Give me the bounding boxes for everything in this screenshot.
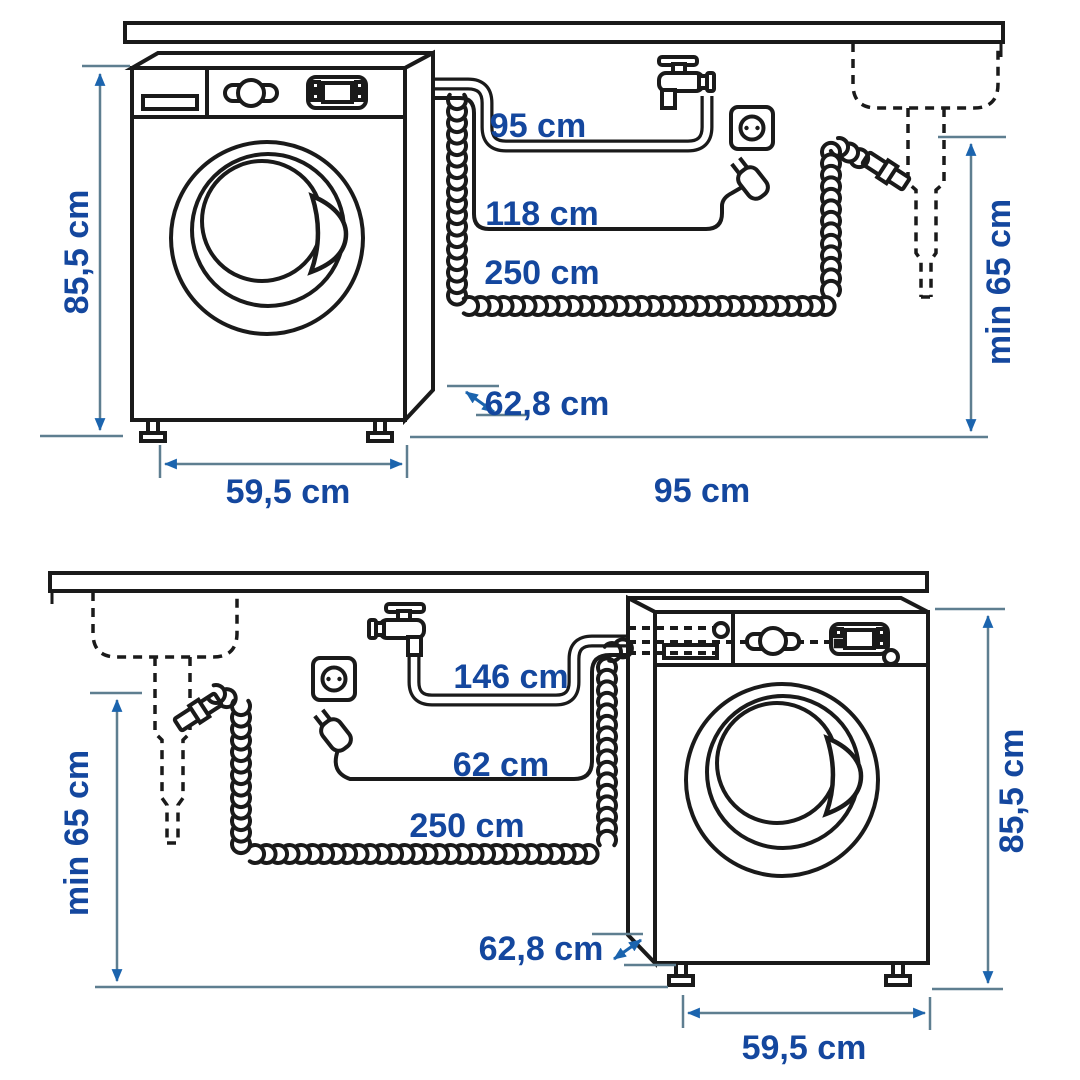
dim-drain-min-height-label-bottom: min 65 cm	[58, 750, 96, 916]
supply-hose-top	[430, 77, 714, 153]
power-plug-icon-bottom	[308, 704, 357, 757]
figure-top: 85,5 cm 95 cm 118 cm 250 cm 62,8 cm 59,5…	[40, 21, 1018, 511]
dim-depth-label-top: 62,8 cm	[485, 385, 610, 423]
dim-drain-hose-label-top: 250 cm	[484, 254, 599, 292]
sink-outline-bottom	[91, 592, 239, 659]
drain-standpipe-top	[906, 108, 946, 299]
power-plug-icon	[725, 152, 774, 205]
worktop-top	[123, 21, 1005, 44]
program-knob-bottom	[745, 626, 801, 656]
hose-inlet-port	[712, 621, 730, 639]
dimension-lines-bottom	[90, 607, 1005, 1030]
washing-machine-side-view	[626, 594, 930, 987]
dim-height-label-top: 85,5 cm	[58, 190, 96, 315]
program-knob	[223, 78, 279, 108]
faucet-icon-bottom	[367, 602, 426, 657]
drain-standpipe-bottom	[153, 657, 192, 845]
dim-power-cord-label-bottom: 62 cm	[453, 746, 549, 784]
dim-drain-hose-label-bottom: 250 cm	[409, 807, 524, 845]
dim-power-cord-label-top: 118 cm	[485, 195, 598, 233]
dim-width-label-bottom: 59,5 cm	[742, 1029, 867, 1067]
washing-machine-front-view	[124, 49, 435, 443]
sink-outline-top	[851, 43, 1000, 110]
detergent-drawer	[141, 94, 199, 111]
dim-depth-label-bottom: 62,8 cm	[479, 930, 604, 968]
dim-supply-hose-label-top: 95 cm	[490, 107, 586, 145]
drain-hose-coil	[206, 92, 871, 865]
supply-hose-bottom	[407, 634, 640, 707]
power-cord-bottom	[333, 653, 640, 781]
adjustable-feet-bottom	[667, 961, 912, 987]
dim-width-label-top: 59,5 cm	[226, 473, 351, 511]
power-socket-icon	[729, 105, 775, 151]
display-panel-bottom	[829, 622, 900, 666]
dim-sink-distance-label-top: 95 cm	[654, 472, 750, 510]
power-cord-top	[430, 96, 746, 231]
figure-bottom: min 65 cm 146 cm 62 cm 250 cm 62,8 cm 59…	[48, 571, 1031, 1067]
dimension-lines-top	[40, 64, 1006, 478]
display-panel	[306, 75, 368, 110]
detergent-drawer-bottom	[662, 643, 719, 660]
dim-drain-min-height-label-top: min 65 cm	[980, 199, 1018, 365]
dim-supply-hose-label-bottom: 146 cm	[453, 658, 568, 696]
dim-height-label-bottom: 85,5 cm	[993, 729, 1031, 854]
power-socket-icon-bottom	[311, 656, 357, 702]
drain-hose-end-bottom	[170, 688, 226, 736]
adjustable-feet	[139, 418, 394, 443]
worktop-bottom	[48, 571, 929, 593]
